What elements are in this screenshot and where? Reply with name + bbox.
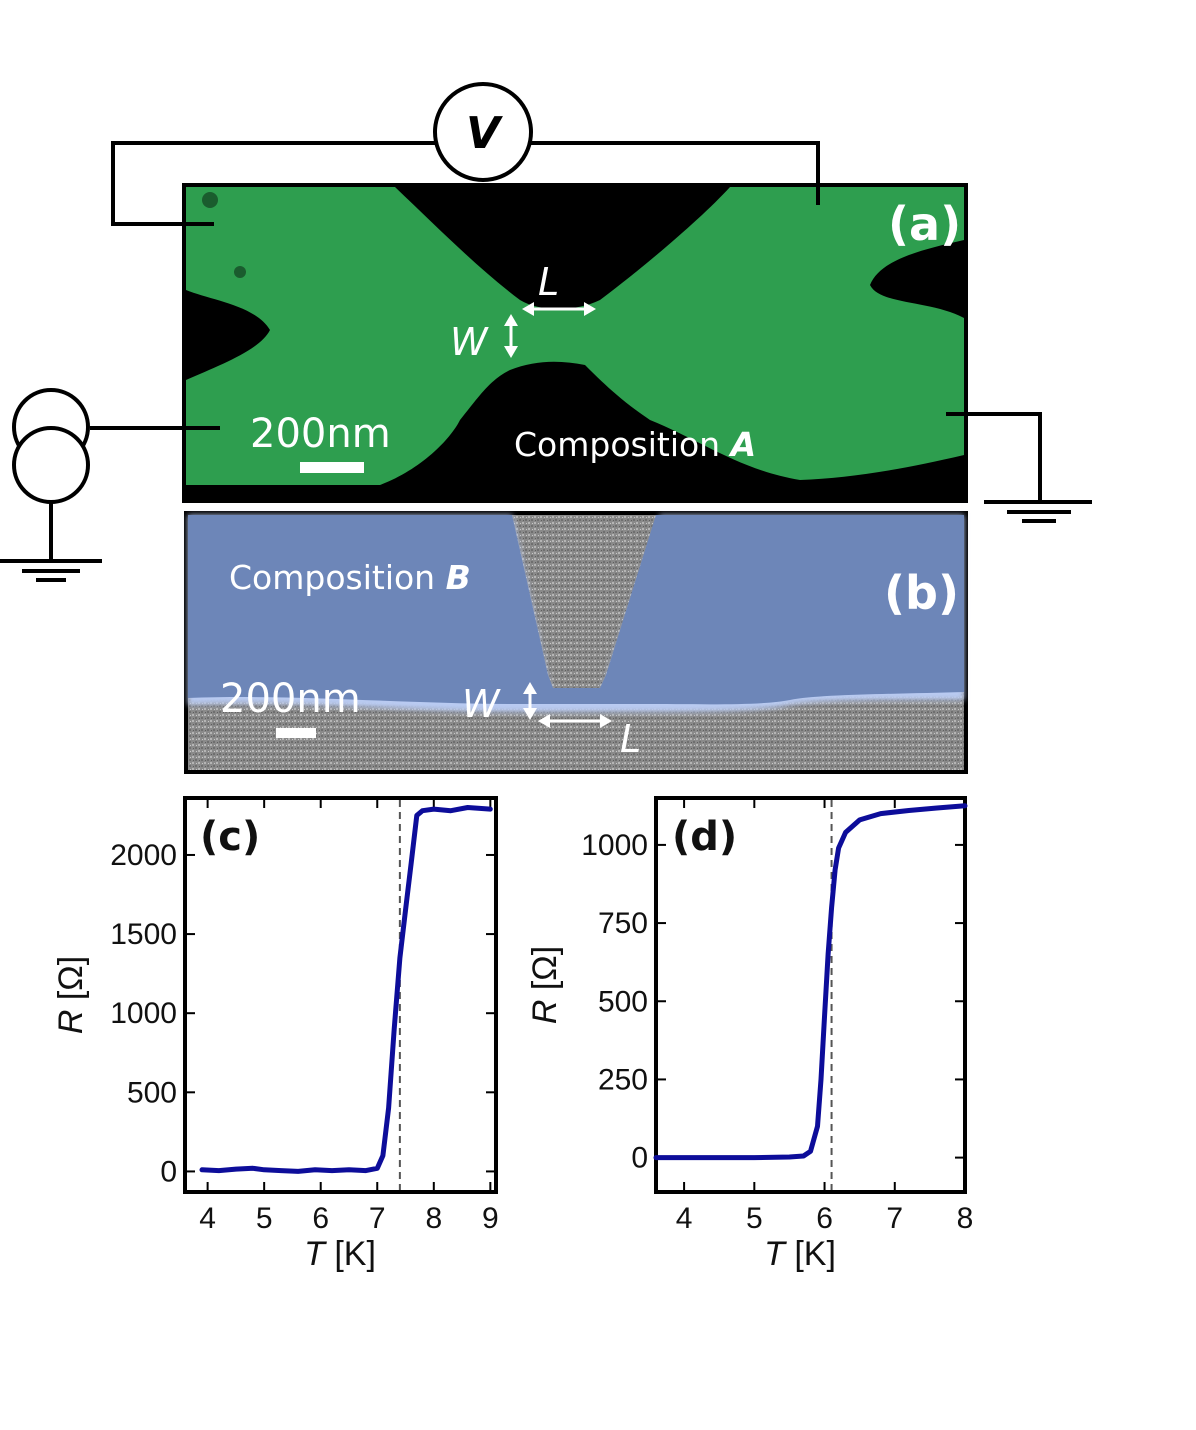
panel-a-film — [186, 187, 964, 485]
chart-c-x-tick-label: 6 — [312, 1202, 329, 1235]
chart-d-x-tick-label: 6 — [816, 1202, 833, 1235]
ground-right-wire — [946, 412, 1042, 502]
chart-d-y-tick-label: 250 — [598, 1063, 648, 1096]
panel-b-scale-text: 200nm — [220, 676, 361, 722]
chart-d-x-tick-label: 4 — [676, 1202, 693, 1235]
chart-c-x-tick-label: 4 — [199, 1202, 216, 1235]
voltmeter-wire-left — [111, 141, 435, 226]
panel-a-label: (a) — [888, 197, 961, 251]
chart-c-xlabel: T [K] — [304, 1235, 376, 1273]
panel-b: 200nm Composition B (b) W L — [184, 511, 968, 774]
chart-c-y-tick-label: 1000 — [110, 997, 177, 1030]
chart-d-y-tick-label: 0 — [631, 1142, 648, 1175]
chart-c-plot-frame — [183, 796, 498, 1194]
chart-d-y-tick-label: 750 — [598, 907, 648, 940]
chart-c-x-tick-label: 8 — [425, 1202, 442, 1235]
panel-b-label: (b) — [884, 566, 959, 620]
chart-c-x-tick-label: 7 — [369, 1202, 386, 1235]
chart-d: (d) T [K] R [Ω] 4 5 6 7 8 0 250 500 750 1000 — [526, 796, 974, 1273]
chart-d-ylabel: R [Ω] — [526, 946, 564, 1024]
chart-d-plot-frame — [654, 796, 967, 1194]
panel-a-length-label: L — [538, 260, 559, 304]
voltmeter-symbol — [433, 82, 533, 182]
chart-d-label: (d) — [672, 814, 737, 860]
chart-c-y-tick-label: 2000 — [110, 839, 177, 872]
panel-a-length-marker — [522, 302, 596, 316]
chart-d-x-tick-label: 8 — [957, 1202, 974, 1235]
panel-b-length-marker — [538, 714, 612, 728]
chart-d-y-tick-label: 1000 — [581, 829, 648, 862]
measurement-circuit — [0, 82, 1092, 582]
panel-b-film — [188, 515, 964, 705]
chart-c-label: (c) — [200, 814, 260, 860]
panel-b-composition: Composition B — [229, 558, 471, 597]
panel-a-scale-bar — [300, 462, 364, 473]
voltmeter-wire-right — [531, 141, 820, 205]
chart-c-x-tick-label: 5 — [256, 1202, 273, 1235]
panel-a: 200nm Composition A (a) L W — [182, 183, 968, 503]
chart-c-ylabel: R [Ω] — [52, 956, 90, 1034]
chart-d-xlabel: T [K] — [764, 1235, 836, 1273]
chart-c-x-tick-label: 9 — [482, 1202, 499, 1235]
panel-b-width-marker — [523, 682, 537, 720]
chart-d-y-tick-label: 500 — [598, 985, 648, 1018]
chart-c-y-tick-label: 0 — [160, 1155, 177, 1188]
chart-d-series-line — [653, 803, 968, 1161]
chart-c: (c) T [K] R [Ω] 4 5 6 7 8 9 0 500 1000 1500 2000 — [52, 796, 499, 1273]
chart-c-y-tick-label: 500 — [127, 1076, 177, 1109]
chart-d-x-tick-label: 7 — [886, 1202, 903, 1235]
panel-a-composition: Composition A — [514, 425, 756, 464]
panel-a-width-label: W — [450, 320, 489, 364]
panel-b-width-label: W — [462, 682, 501, 726]
panel-a-width-marker — [504, 314, 518, 358]
panel-a-particle — [234, 266, 246, 278]
panel-b-scale-bar — [276, 728, 316, 738]
panel-a-scale-text: 200nm — [250, 411, 391, 457]
chart-d-x-tick-label: 5 — [746, 1202, 763, 1235]
panel-a-particle — [202, 192, 218, 208]
chart-c-series-line — [199, 805, 493, 1174]
chart-c-y-tick-label: 1500 — [110, 918, 177, 951]
voltmeter-label: V — [466, 108, 503, 159]
panel-b-length-label: L — [620, 717, 641, 761]
current-source-symbol — [12, 426, 90, 504]
